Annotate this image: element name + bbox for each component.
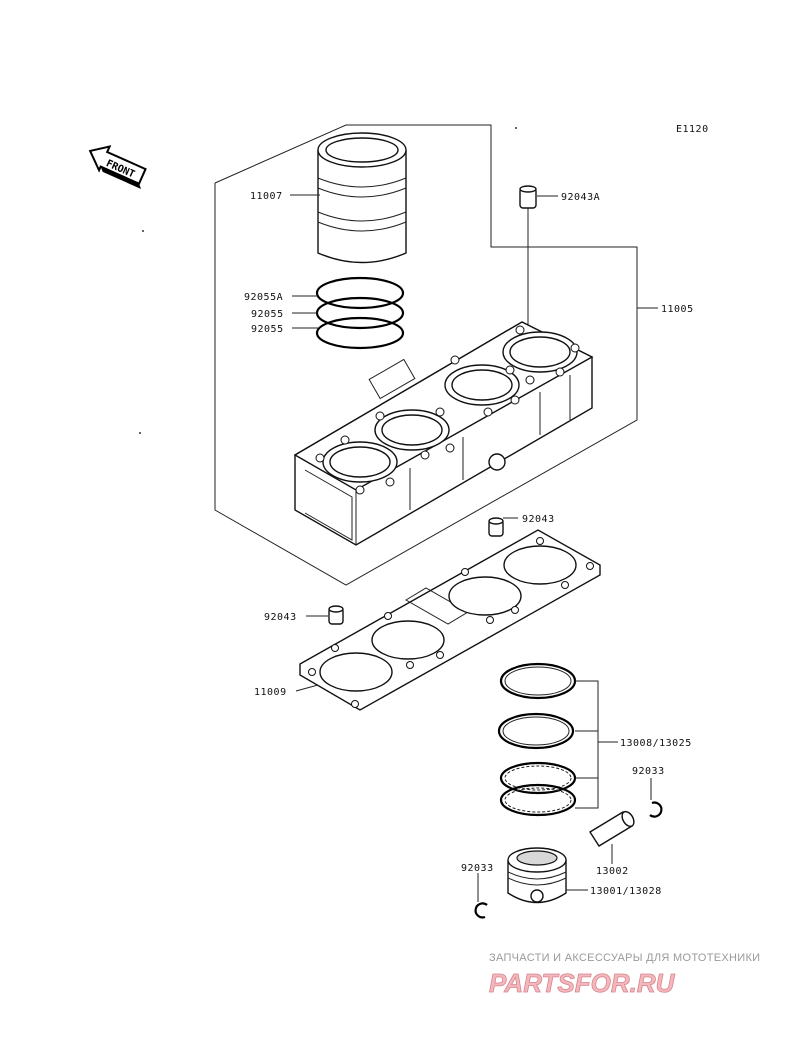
cylinder-block [293, 321, 594, 546]
label-13008: 13008/13025 [620, 738, 692, 749]
label-11007: 11007 [250, 191, 283, 202]
assembly-outline [214, 124, 638, 586]
cylinder-sleeve [317, 132, 407, 264]
circlip-left [474, 902, 488, 919]
label-13002: 13002 [596, 866, 629, 877]
circlip-right [649, 801, 663, 818]
cylinder-gasket [299, 529, 601, 711]
dowel-pin-middle [488, 517, 504, 537]
label-11009: 11009 [254, 687, 287, 698]
diagram-code: E1120 [676, 124, 709, 135]
label-92033-b: 92033 [461, 863, 494, 874]
leader-lines [290, 194, 658, 902]
watermark-tagline: ЗАПЧАСТИ И АКСЕССУАРЫ ДЛЯ МОТОТЕХНИКИ [489, 952, 760, 964]
label-92055A: 92055A [244, 292, 283, 303]
label-92043A: 92043A [561, 192, 600, 203]
o-rings [315, 276, 405, 350]
label-13001: 13001/13028 [590, 886, 662, 897]
front-arrow-icon: FRONT [88, 145, 147, 189]
piston-rings [497, 662, 577, 817]
label-92043-a: 92043 [522, 514, 555, 525]
dowel-pin-left [328, 605, 344, 625]
label-92033-a: 92033 [632, 766, 665, 777]
piston-pin [589, 810, 635, 847]
piston [507, 847, 567, 904]
label-11005: 11005 [661, 304, 694, 315]
label-92043-b: 92043 [264, 612, 297, 623]
watermark-logo: PARTSFOR.RU [489, 968, 676, 998]
label-92055-1: 92055 [251, 309, 284, 320]
label-92055-2: 92055 [251, 324, 284, 335]
dowel-pin-top [519, 185, 537, 390]
